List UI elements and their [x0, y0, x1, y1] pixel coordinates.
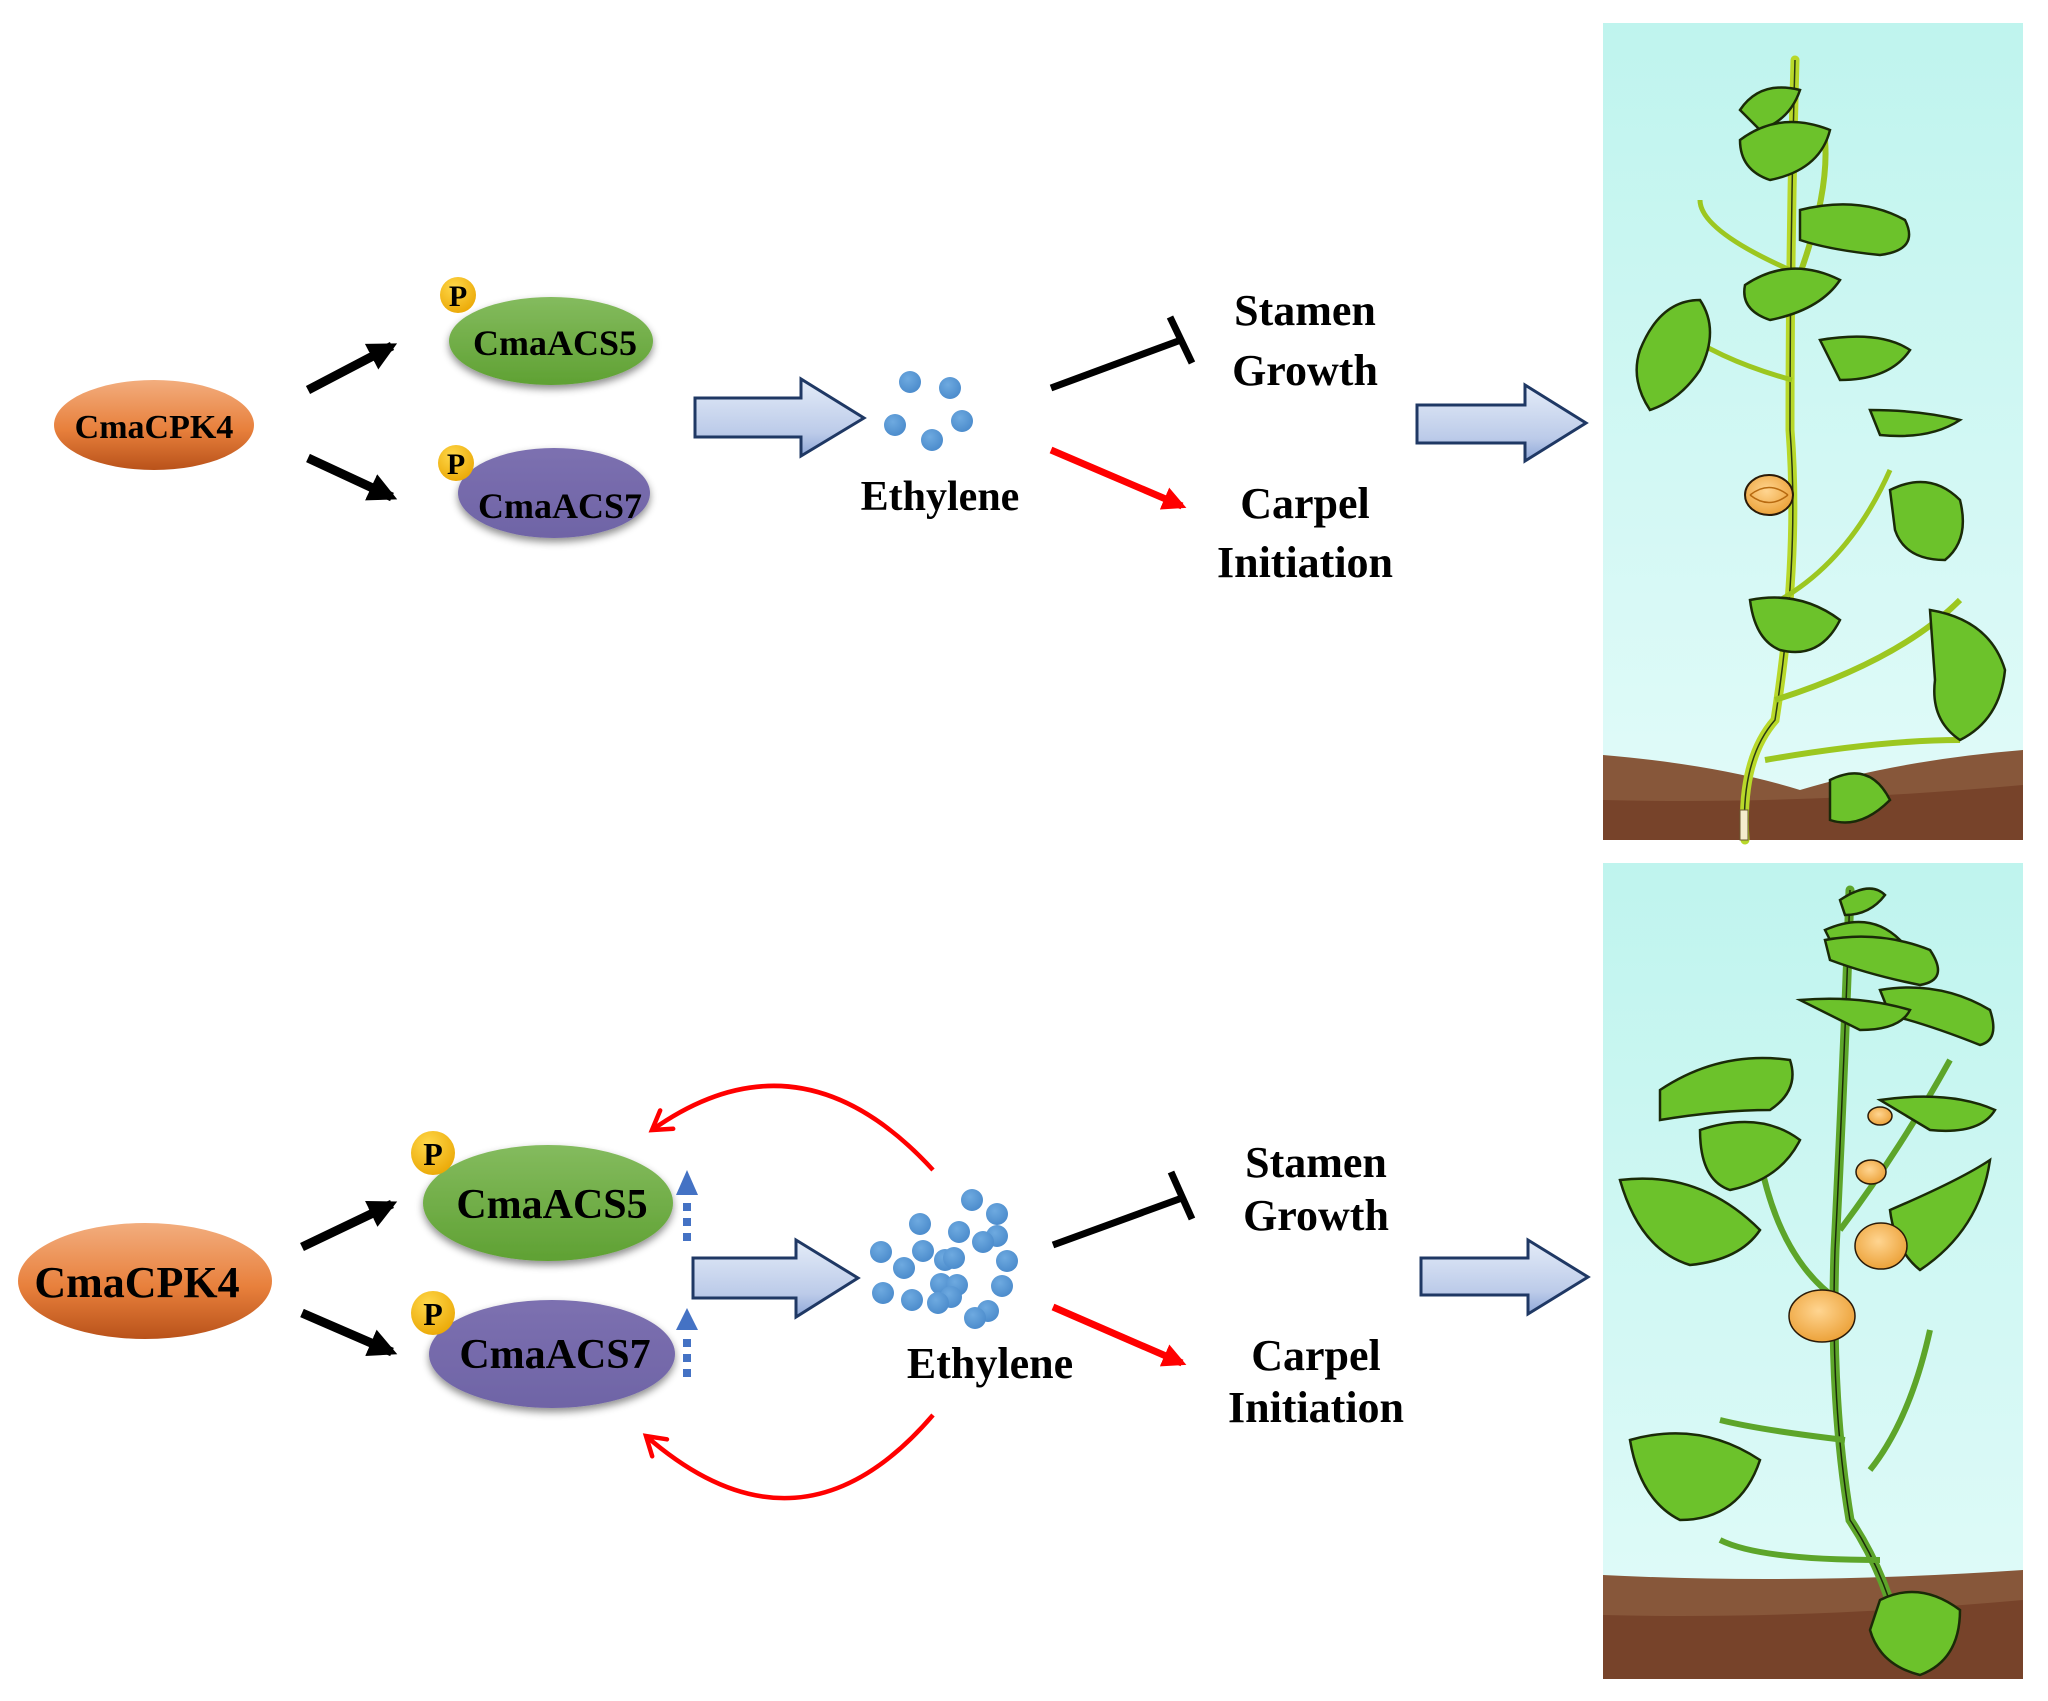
- kinase-label: CmaCPK4: [75, 409, 234, 446]
- ethylene-dot: [909, 1213, 931, 1235]
- activation-arrow-acs7: [306, 453, 398, 502]
- ethylene-dot: [939, 377, 961, 399]
- up-arrow-icon: [676, 1308, 698, 1330]
- enzyme-label: CmaACS7: [478, 486, 642, 526]
- phospho-label: P: [449, 280, 467, 313]
- feedback-arrow-acs7: [642, 1413, 935, 1501]
- ethylene-dot: [870, 1241, 892, 1263]
- ethylene-dot: [951, 410, 973, 432]
- phosphate-icon: [411, 1291, 455, 1335]
- block-arrow-to-ethylene: [691, 1237, 861, 1320]
- phospho-label: P: [447, 448, 465, 481]
- inhibition-arrow-stamen: [1051, 1170, 1196, 1249]
- ethylene-dot: [972, 1231, 994, 1253]
- stamen-label-line1: Stamen: [1245, 1138, 1387, 1187]
- ethylene-dot: [948, 1221, 970, 1243]
- block-arrow-to-plant: [1419, 1237, 1591, 1317]
- kinase-node-cmacpk4: CmaCPK4: [18, 1223, 272, 1339]
- upregulation-arrow-acs5: [676, 1170, 698, 1241]
- kinase-node-cmacpk4: CmaCPK4: [54, 380, 254, 470]
- inhibition-arrow-stamen: [1049, 315, 1196, 392]
- activation-arrow-acs7: [300, 1308, 398, 1357]
- phospho-badge: P: [438, 445, 474, 481]
- stamen-label-line1: Stamen: [1234, 286, 1376, 335]
- ethylene-dot: [912, 1240, 934, 1262]
- enzyme-ellipse: [429, 1300, 675, 1408]
- ethylene-molecules: [884, 371, 973, 451]
- stamen-label-line2: Growth: [1232, 346, 1378, 395]
- fruit: [1744, 474, 1794, 516]
- top-pathway: CmaCPK4 CmaACS5 P CmaACS7 P Ethyle: [54, 23, 2023, 845]
- bottom-pathway: CmaCPK4 CmaACS5 P CmaACS7 P: [18, 863, 2023, 1679]
- enzyme-label: CmaACS5: [473, 323, 637, 363]
- promote-arrow-carpel: [1049, 446, 1187, 510]
- activation-arrow-acs5: [305, 342, 398, 394]
- ethylene-dot: [991, 1275, 1013, 1297]
- ethylene-dot: [943, 1247, 965, 1269]
- activation-arrow-acs5: [300, 1199, 398, 1252]
- carpel-label-line1: Carpel: [1251, 1331, 1381, 1380]
- kinase-ellipse: [54, 380, 254, 470]
- carpel-label-line2: Initiation: [1217, 538, 1393, 587]
- ethylene-label: Ethylene: [907, 1339, 1073, 1388]
- fruits: [1788, 1106, 1908, 1343]
- stamen-label-line2: Growth: [1243, 1191, 1389, 1240]
- ethylene-dot: [961, 1189, 983, 1211]
- up-arrow-icon: [676, 1170, 698, 1195]
- ethylene-molecules: [870, 1189, 1018, 1329]
- upregulation-arrow-acs7: [676, 1308, 698, 1377]
- kinase-label: CmaCPK4: [34, 1258, 239, 1307]
- ethylene-dot: [927, 1292, 949, 1314]
- enzyme-node-cmaacs7: CmaACS7 P: [438, 445, 650, 538]
- block-arrow-to-ethylene: [693, 376, 867, 459]
- ethylene-dot: [893, 1257, 915, 1279]
- ethylene-dot: [884, 414, 906, 436]
- enzyme-node-cmaacs5: CmaACS5 P: [440, 277, 653, 385]
- ethylene-dot: [986, 1203, 1008, 1225]
- enzyme-ellipse: [458, 448, 650, 538]
- enzyme-node-cmaacs5: CmaACS5 P: [411, 1131, 673, 1261]
- phospho-badge: P: [440, 277, 476, 313]
- phospho-label: P: [423, 1296, 443, 1332]
- ethylene-dot: [964, 1307, 986, 1329]
- carpel-label-line1: Carpel: [1240, 479, 1370, 528]
- phospho-label: P: [423, 1136, 443, 1172]
- phosphate-icon: [440, 277, 476, 313]
- phospho-badge: P: [411, 1291, 455, 1335]
- plant-illustration-many-fruits: [1603, 863, 2023, 1679]
- carpel-label-line2: Initiation: [1228, 1383, 1404, 1432]
- ethylene-dot: [996, 1250, 1018, 1272]
- ethylene-label: Ethylene: [861, 474, 1020, 520]
- ethylene-dot: [901, 1289, 923, 1311]
- phosphate-icon: [411, 1131, 455, 1175]
- enzyme-label: CmaACS5: [456, 1182, 647, 1228]
- kinase-ellipse: [18, 1223, 272, 1339]
- phosphate-icon: [438, 445, 474, 481]
- ethylene-dot: [872, 1282, 894, 1304]
- phospho-badge: P: [411, 1131, 455, 1175]
- enzyme-label: CmaACS7: [459, 1332, 650, 1378]
- ethylene-dot: [921, 429, 943, 451]
- plant-illustration-few-fruits: [1603, 23, 2023, 845]
- enzyme-ellipse: [423, 1145, 673, 1261]
- ethylene-dot: [899, 371, 921, 393]
- enzyme-node-cmaacs7: CmaACS7 P: [411, 1291, 675, 1408]
- enzyme-ellipse: [449, 297, 653, 385]
- feedback-arrow-acs5: [648, 1083, 935, 1172]
- promote-arrow-carpel: [1051, 1303, 1187, 1367]
- block-arrow-to-plant: [1415, 382, 1589, 464]
